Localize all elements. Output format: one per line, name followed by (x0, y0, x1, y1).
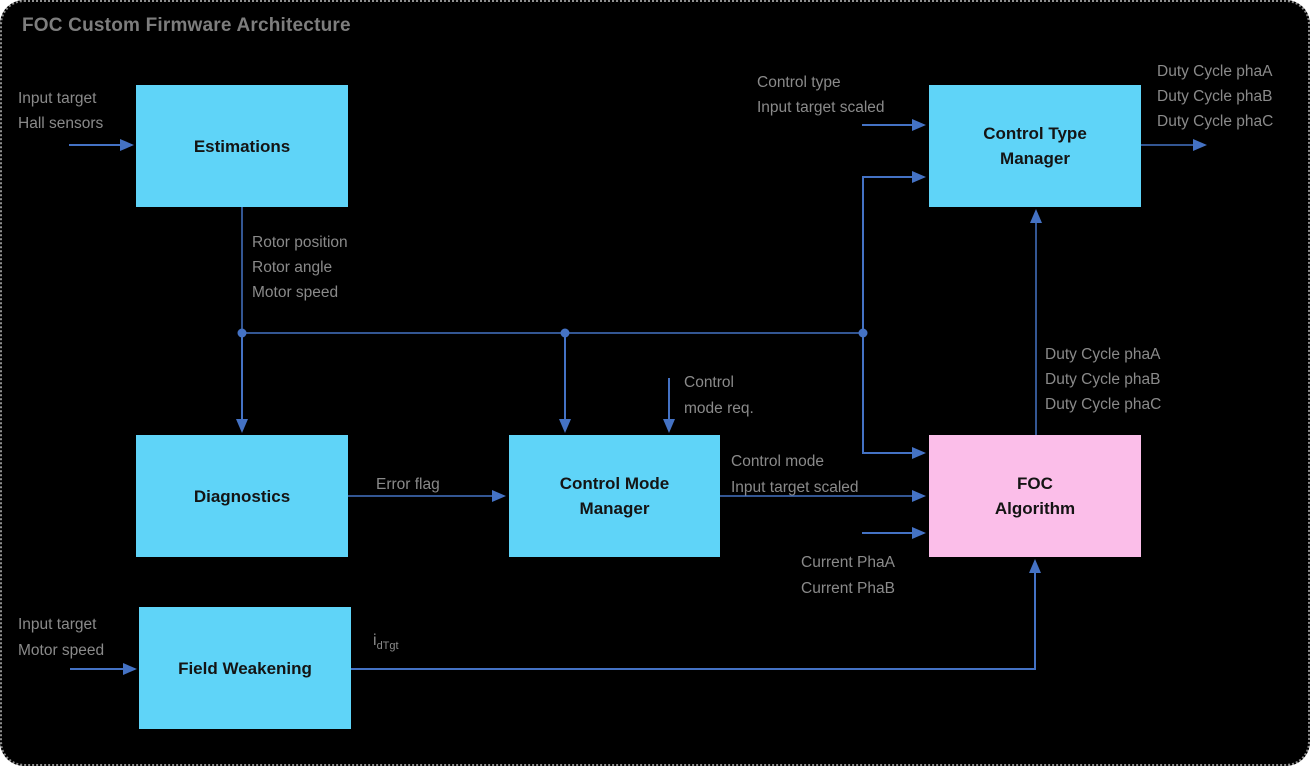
label-line: mode req. (684, 400, 754, 417)
label-foc-duty-outputs: Duty Cycle phaA Duty Cycle phaB Duty Cyc… (1045, 342, 1161, 417)
label-control-type-inputs: Control type Input target scaled (757, 70, 885, 120)
label-control-mode-outputs: Control mode Input target scaled (731, 449, 859, 501)
label-current-inputs: Current PhaA Current PhaB (801, 550, 895, 602)
block-estimations: Estimations (136, 85, 348, 207)
label-line: Control type (757, 74, 841, 91)
label-line: Motor speed (18, 642, 105, 659)
wire-bus-to-foc-algorithm (862, 333, 926, 459)
block-label: Control Type (983, 124, 1087, 143)
label-line: Current PhaA (801, 554, 895, 571)
junction-dot (858, 328, 868, 338)
label-line: Duty Cycle phaA (1157, 63, 1273, 80)
wires (69, 119, 1207, 675)
block-diagnostics: Diagnostics (136, 435, 348, 557)
block-foc-algorithm: FOC Algorithm (929, 435, 1141, 557)
label-line: Control (684, 374, 734, 391)
label-line: Motor speed (252, 284, 339, 301)
label-line: Input target scaled (757, 99, 885, 116)
diagram-title: FOC Custom Firmware Architecture (22, 15, 351, 36)
block-field-weakening: Field Weakening (139, 607, 351, 729)
label-line: Error flag (376, 476, 440, 493)
block-label: Estimations (193, 136, 291, 156)
label-line: Duty Cycle phaB (1045, 371, 1161, 388)
label-id-target-subscript: dTgt (376, 640, 399, 653)
block-control-type-manager: Control Type Manager (929, 85, 1141, 207)
block-label: Manager (579, 499, 650, 518)
label-id-target-base: i (373, 632, 377, 649)
label-line: Input target (18, 90, 97, 107)
block-control-mode-manager: Control Mode Manager (509, 435, 720, 557)
label-line: Duty Cycle phaB (1157, 88, 1273, 105)
label-control-mode-request: Control mode req. (684, 370, 754, 422)
block-label: Diagnostics (193, 486, 291, 506)
label-estimations-inputs: Input target Hall sensors (18, 86, 103, 136)
junction-dot (237, 328, 247, 338)
label-line: Current PhaB (801, 580, 895, 597)
label-line: Duty Cycle phaA (1045, 346, 1161, 363)
wire-bus-to-control-type-manager (862, 171, 926, 333)
label-field-weakening-inputs: Input target Motor speed (18, 612, 104, 664)
block-label: Algorithm (994, 499, 1076, 518)
label-line: Duty Cycle phaC (1045, 396, 1162, 413)
label-line: Rotor angle (252, 259, 333, 276)
label-line: Hall sensors (18, 115, 104, 132)
block-label: Field Weakening (178, 658, 312, 678)
junction-dot (560, 328, 570, 338)
label-line: Control mode (731, 453, 825, 470)
label-estimations-outputs: Rotor position Rotor angle Motor speed (252, 230, 348, 305)
label-id-target: idTgt (373, 628, 399, 659)
block-label: FOC (1017, 474, 1053, 493)
label-error-flag: Error flag (376, 472, 440, 497)
label-line: Rotor position (252, 234, 348, 251)
block-label: Manager (1000, 149, 1070, 168)
label-line: Input target scaled (731, 479, 859, 496)
wire-field-weakening-to-foc (351, 559, 1041, 670)
label-line: Duty Cycle phaC (1157, 113, 1274, 130)
label-duty-cycle-outputs: Duty Cycle phaA Duty Cycle phaB Duty Cyc… (1157, 59, 1273, 134)
label-line: Input target (18, 616, 97, 633)
block-label: Control Mode (559, 474, 670, 493)
